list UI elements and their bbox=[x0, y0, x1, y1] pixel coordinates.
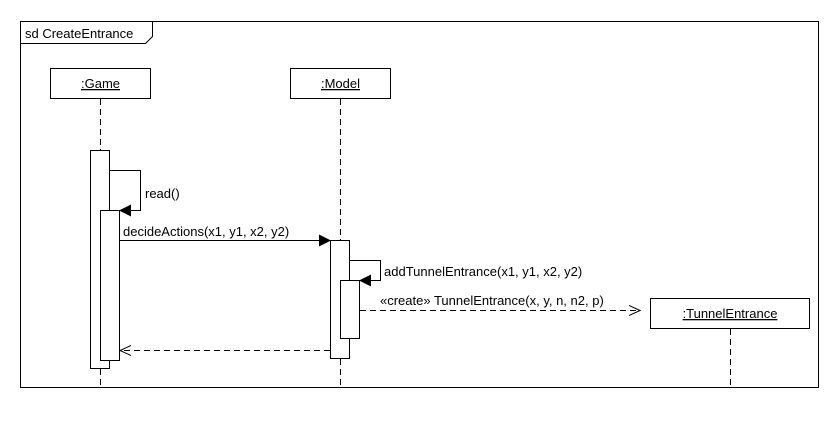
read-message-label: read() bbox=[145, 186, 180, 201]
decide-actions-message-label: decideActions(x1, y1, x2, y2) bbox=[123, 224, 289, 239]
tunnel-entrance-lifeline-head[interactable] bbox=[650, 298, 810, 329]
frame-label-box bbox=[20, 21, 153, 44]
game-lifeline-head[interactable] bbox=[50, 68, 151, 99]
tunnel-entrance-lifeline-label: :TunnelEntrance bbox=[683, 306, 778, 321]
read-message[interactable] bbox=[110, 170, 141, 217]
model-lifeline-head[interactable] bbox=[290, 68, 391, 99]
game-lifeline-label: :Game bbox=[81, 76, 120, 91]
model-activation-inner bbox=[340, 280, 360, 339]
game-activation-inner bbox=[100, 210, 120, 361]
create-message-label: «create» TunnelEntrance(x, y, n, n2, p) bbox=[380, 293, 604, 308]
add-tunnel-entrance-message[interactable] bbox=[350, 260, 381, 287]
frame-label: sd CreateEntrance bbox=[25, 26, 133, 41]
model-lifeline-label: :Model bbox=[321, 76, 360, 91]
diagram-frame bbox=[20, 21, 819, 388]
add-tunnel-entrance-message-label: addTunnelEntrance(x1, y1, x2, y2) bbox=[384, 264, 582, 279]
